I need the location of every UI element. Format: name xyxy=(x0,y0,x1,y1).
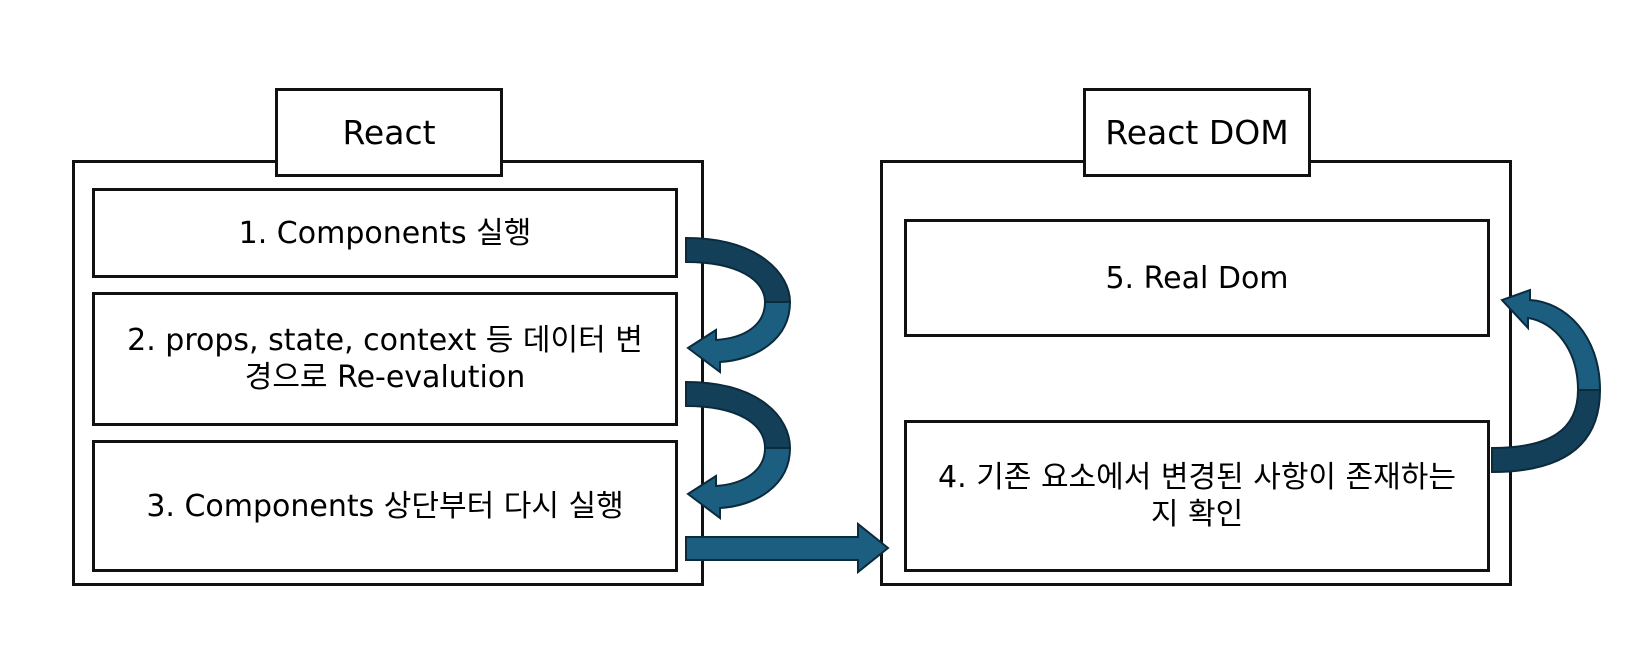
step-4-box: 4. 기존 요소에서 변경된 사항이 존재하는지 확인 xyxy=(904,420,1490,572)
curved-arrow-1-to-2-icon xyxy=(685,236,792,374)
react-dom-panel-title: React DOM xyxy=(1083,88,1311,177)
step-1-box: 1. Components 실행 xyxy=(92,188,678,278)
react-panel-title: React xyxy=(275,88,503,177)
curved-arrow-2-to-3-icon xyxy=(685,380,792,520)
curved-arrow-4-to-5-icon xyxy=(1491,288,1602,474)
right-arrow-3-to-4-icon xyxy=(685,521,890,575)
step-2-box: 2. props, state, context 등 데이터 변경으로 Re-e… xyxy=(92,292,678,426)
step-5-box: 5. Real Dom xyxy=(904,219,1490,337)
step-3-box: 3. Components 상단부터 다시 실행 xyxy=(92,440,678,572)
